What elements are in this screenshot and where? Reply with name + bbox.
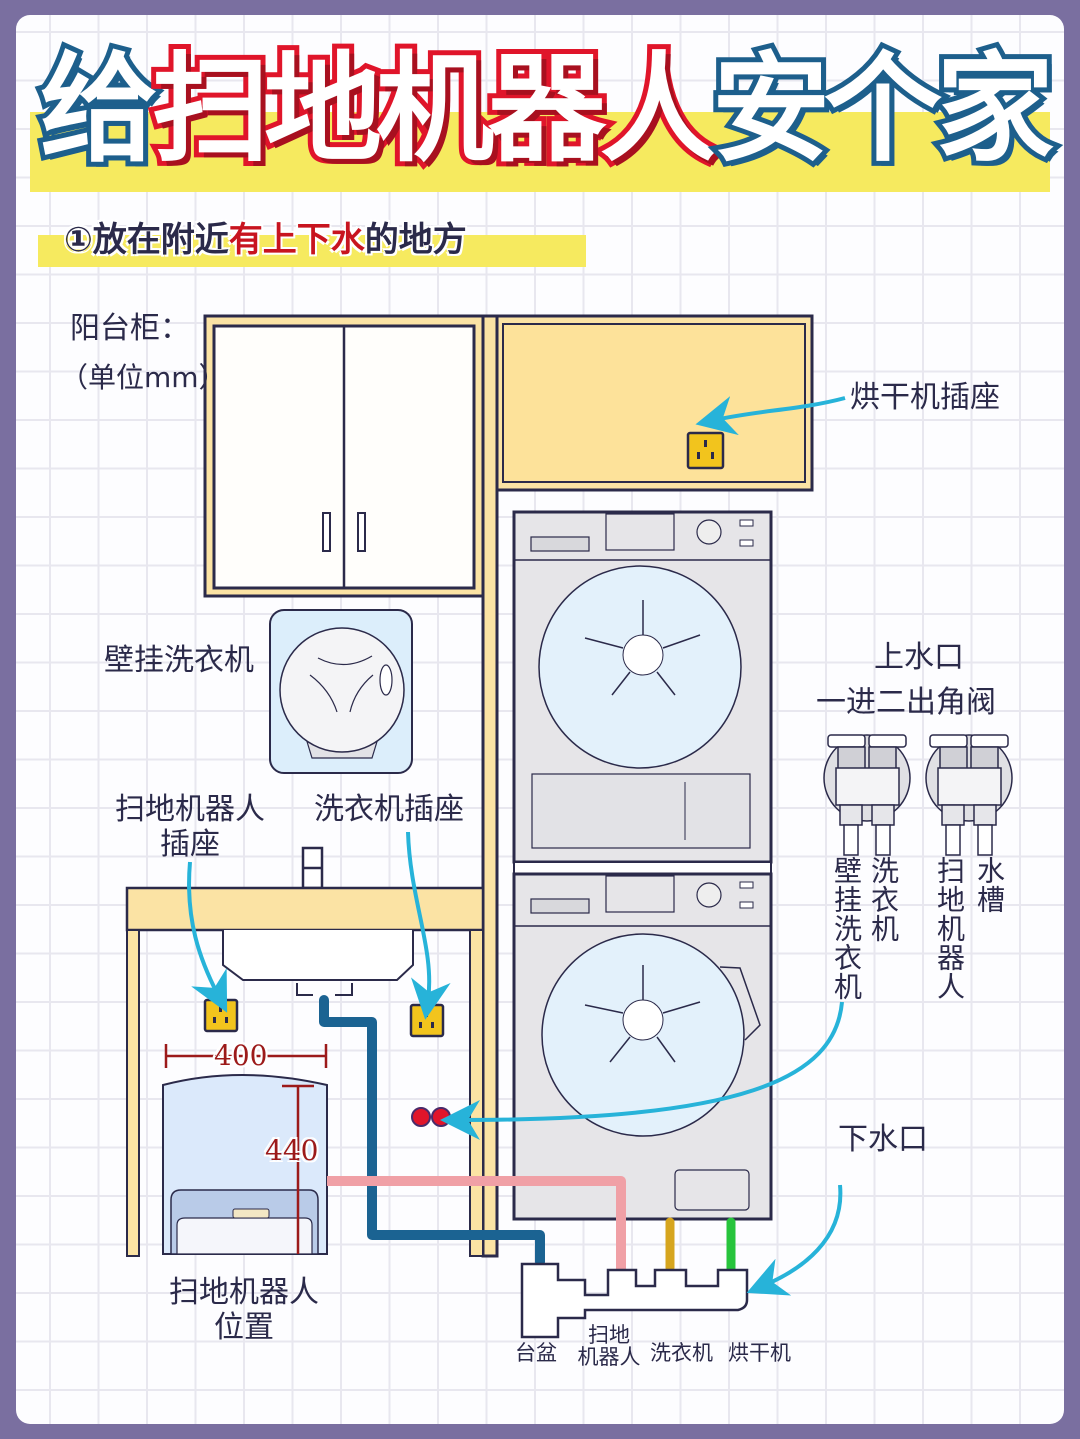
washer-socket-label: 洗衣机插座: [314, 792, 464, 827]
robot-socket-label: 扫地机器人 插座: [104, 792, 276, 862]
outlet-washer-label: 洗衣机: [867, 856, 900, 943]
page-title: 给扫地机器人安个家: [35, 45, 1059, 173]
drain-washer-label: 洗衣机: [650, 1341, 713, 1365]
drain-manifold: [520, 1262, 749, 1339]
wall-mounted-washer: [269, 609, 413, 774]
dryer-socket-label: 烘干机插座: [850, 380, 1000, 415]
cabinet-handle-right: [357, 512, 366, 552]
title-part-1: 给: [35, 40, 163, 178]
water-inlet-valve: [411, 1107, 451, 1127]
title-part-2: 扫地机器人: [147, 40, 723, 178]
dryer-machine: [512, 510, 773, 875]
washer-socket-arrow: [406, 831, 451, 1020]
title-highlight-band: [30, 112, 1050, 192]
sink-basin: [222, 930, 414, 981]
drain-robot-label-line2: 机器人: [577, 1345, 641, 1370]
cabinet-label: 阳台柜：: [70, 311, 190, 346]
water-inlet-label: 上水口: [874, 640, 964, 675]
cabinet-handle-left: [322, 512, 331, 552]
dryer-socket-icon: [686, 431, 725, 470]
robot-socket-icon: [203, 998, 239, 1033]
robot-socket-arrow: [187, 861, 228, 1013]
subtitle-prefix: ①放在附近: [64, 220, 229, 260]
dryer-socket-arrow: [695, 396, 846, 436]
title-part-3: 安个家: [707, 40, 1059, 178]
cabinet-side-panel: [481, 314, 499, 1258]
robot-socket-label-line2: 插座: [160, 826, 220, 862]
angle-valve-left: [823, 734, 911, 856]
unit-label: （单位mm）: [60, 361, 227, 394]
drain-robot-label-line1: 扫地: [588, 1323, 630, 1347]
robot-position-label-line1: 扫地机器人: [169, 1275, 319, 1310]
dock-height-dimension: 440: [265, 1134, 319, 1167]
drain-arrow: [746, 1184, 843, 1296]
wall-washer-label: 壁挂洗衣机: [104, 643, 254, 678]
subtitle-highlight-band: [38, 235, 586, 267]
wall-cabinet: [203, 314, 485, 598]
dock-width-dimension: 400: [214, 1039, 268, 1072]
outlet-robot-label: 扫地机器人: [933, 856, 966, 1001]
subtitle-suffix: 的地方: [364, 220, 467, 260]
washer-socket-icon: [409, 1003, 445, 1038]
angle-valve-label: 一进二出角阀: [816, 685, 996, 720]
water-inlet-arrow: [440, 1001, 844, 1140]
robot-vacuum-dock: [162, 1074, 328, 1255]
washing-machine: [512, 872, 773, 1221]
drain-basin-label: 台盆: [515, 1341, 557, 1365]
faucet-icon: [301, 846, 324, 890]
robot-drain-pipe: [327, 1176, 626, 1270]
dimension-lines: [164, 1044, 328, 1254]
upper-right-cabinet: [495, 314, 814, 492]
basin-drain-pipe: [319, 995, 545, 1267]
outlet-wall-washer-label: 壁挂洗衣机: [830, 856, 863, 1001]
subtitle: ①放在附近有上下水的地方: [64, 212, 467, 261]
vanity-counter: [125, 886, 485, 1257]
robot-socket-label-line1: 扫地机器人: [115, 792, 265, 827]
drain-robot-label: 扫地 机器人: [574, 1324, 644, 1368]
drain-label: 下水口: [838, 1122, 928, 1157]
subtitle-highlight: 有上下水: [228, 220, 365, 260]
robot-position-label-line2: 位置: [214, 1309, 274, 1345]
drain-dryer-label: 烘干机: [728, 1341, 791, 1365]
outlet-sink-label: 水槽: [973, 856, 1006, 914]
robot-position-label: 扫地机器人 位置: [158, 1275, 330, 1345]
angle-valve-right: [925, 734, 1013, 856]
